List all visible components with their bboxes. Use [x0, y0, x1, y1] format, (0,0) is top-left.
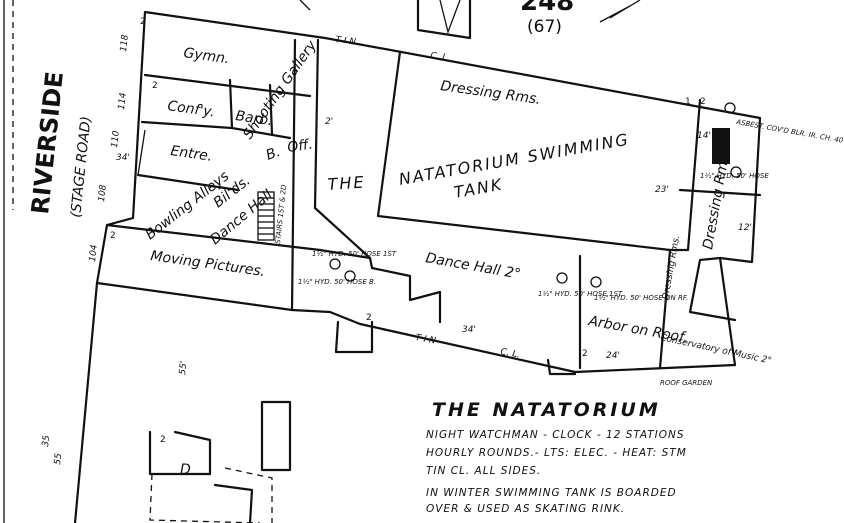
svg-text:NATATORIUM SWIMMING: NATATORIUM SWIMMING [397, 130, 631, 189]
svg-text:104: 104 [88, 244, 100, 262]
svg-text:23': 23' [655, 185, 669, 195]
main-building [95, 10, 762, 374]
svg-text:D: D [180, 462, 191, 478]
svg-text:35: 35 [41, 435, 52, 448]
svg-text:1½" HYD. 50' HOSE ON RF.: 1½" HYD. 50' HOSE ON RF. [594, 294, 688, 302]
svg-text:1½" HYD. 50' HOSE 1ST: 1½" HYD. 50' HOSE 1ST [312, 250, 397, 258]
address-numbers: 118 114 110 108 104 35 55 [41, 34, 131, 465]
svg-text:T I N: T I N [335, 35, 357, 48]
story-counts: 2 2 2 2 2 1 2 2 [110, 17, 706, 445]
svg-text:1½" HYD. 50' HOSE: 1½" HYD. 50' HOSE [700, 172, 769, 180]
legend-line-5: OVER & USED AS SKATING RINK. [426, 503, 625, 515]
legend-title: THE NATATORIUM [432, 399, 661, 421]
svg-text:2: 2 [160, 435, 166, 445]
svg-text:2: 2 [152, 81, 158, 91]
legend-line-1: NIGHT WATCHMAN - CLOCK - 12 STATIONS [426, 429, 685, 441]
legend-line-4: IN WINTER SWIMMING TANK IS BOARDED [426, 487, 677, 499]
svg-text:ASBEST. COV'D BLR. IR. CH. 40': ASBEST. COV'D BLR. IR. CH. 40' AB. RF. S… [735, 118, 844, 164]
svg-text:Off.: Off. [286, 137, 314, 156]
svg-text:ROOF GARDEN: ROOF GARDEN [660, 379, 713, 387]
legend-line-3: TIN CL. ALL SIDES. [426, 465, 541, 477]
svg-text:55: 55 [53, 453, 64, 466]
svg-text:24': 24' [606, 351, 620, 361]
svg-text:Conservatory of Music 2°: Conservatory of Music 2° [659, 333, 772, 366]
svg-text:2: 2 [110, 231, 116, 241]
legend: THE NATATORIUM NIGHT WATCHMAN - CLOCK - … [426, 399, 687, 515]
svg-text:Gymn.: Gymn. [182, 45, 230, 67]
top-structures [299, 0, 472, 40]
svg-text:2: 2 [582, 349, 588, 359]
svg-text:1½" HYD. 50' HOSE B.: 1½" HYD. 50' HOSE B. [298, 278, 376, 286]
svg-text:Dressing Rms.: Dressing Rms. [661, 235, 682, 301]
svg-text:248: 248 [520, 0, 574, 17]
boiler-block [712, 128, 730, 164]
hose-notes: 1½" HYD. 50' HOSE 1ST 1½" HYD. 50' HOSE … [298, 172, 769, 302]
street-subtitle: (STAGE ROAD) [68, 115, 95, 218]
svg-text:STAIRS 1ST & 2D: STAIRS 1ST & 2D [274, 184, 288, 245]
svg-text:B.: B. [264, 144, 283, 164]
svg-text:114: 114 [117, 92, 129, 110]
svg-text:Dressing Rms.: Dressing Rms. [700, 148, 733, 250]
dimensions: 34' 23' 12' 14' 24' 34' 55' 2' [116, 117, 752, 375]
svg-text:110: 110 [110, 130, 122, 148]
svg-text:2: 2 [700, 97, 706, 107]
svg-text:1: 1 [685, 97, 691, 107]
svg-text:2': 2' [325, 117, 333, 127]
svg-text:(67): (67) [527, 17, 562, 37]
svg-text:34': 34' [462, 325, 476, 335]
svg-text:Dance Hall 2°: Dance Hall 2° [424, 250, 522, 282]
svg-text:118: 118 [119, 34, 131, 52]
svg-text:C. L.: C. L. [430, 51, 451, 64]
svg-text:14': 14' [697, 131, 711, 141]
svg-text:THE: THE [327, 172, 366, 194]
svg-text:Conf'y.: Conf'y. [166, 98, 215, 120]
svg-text:108: 108 [97, 184, 109, 202]
svg-text:T I N: T I N [414, 333, 436, 346]
svg-text:Entre.: Entre. [169, 143, 213, 165]
svg-text:1½" HYD. 50' HOSE 1ST: 1½" HYD. 50' HOSE 1ST [538, 290, 623, 298]
hydrants [329, 102, 742, 288]
svg-text:Barb.: Barb. [234, 108, 273, 129]
stairs [257, 191, 275, 241]
sheet-number: 248 (67) [520, 0, 641, 37]
svg-text:34': 34' [116, 153, 130, 163]
svg-text:2: 2 [140, 17, 146, 27]
svg-text:Moving Pictures.: Moving Pictures. [149, 248, 266, 280]
svg-text:55': 55' [178, 360, 189, 375]
svg-text:2: 2 [366, 313, 372, 323]
margin-ticks [3, 0, 14, 523]
svg-text:Dressing Rms.: Dressing Rms. [439, 78, 541, 108]
street-name: RIVERSIDE [26, 70, 69, 216]
svg-text:12': 12' [738, 223, 752, 233]
svg-text:TANK: TANK [452, 175, 504, 202]
lower-structures [73, 281, 577, 523]
svg-text:C. L.: C. L. [499, 347, 520, 360]
svg-text:Shooting Gallery: Shooting Gallery [240, 37, 320, 142]
legend-line-2: HOURLY ROUNDS.- LTS: ELEC. - HEAT: STM [426, 447, 687, 459]
